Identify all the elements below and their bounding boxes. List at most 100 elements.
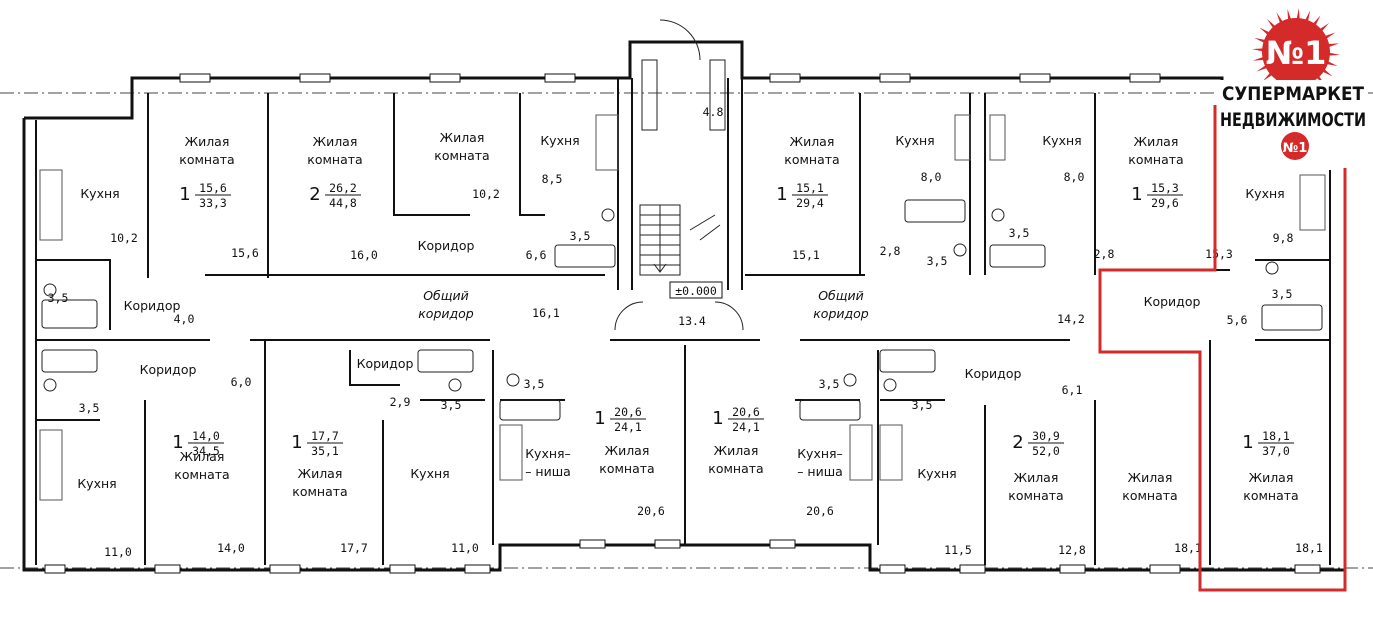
apartment-total-area: 33,3 xyxy=(199,196,227,210)
living-room-label: комната xyxy=(1008,488,1063,503)
corridor-label: Коридор xyxy=(418,238,475,253)
logo-small-badge-text: №1 xyxy=(1283,141,1308,156)
room-area-value: 11,0 xyxy=(451,541,479,555)
kitchen-niche-label: Кухня– xyxy=(525,446,571,461)
living-room-label: комната xyxy=(1128,152,1183,167)
kitchen-label: Кухня xyxy=(1245,186,1284,201)
room-area-value: 6,6 xyxy=(526,248,547,262)
level-mark-box xyxy=(669,281,723,299)
room-area-value: 3,5 xyxy=(912,398,933,412)
apartment-rooms-count: 2 xyxy=(1012,432,1023,453)
room-area-value: 18,1 xyxy=(1295,541,1323,555)
apartment-living-area: 20,6 xyxy=(614,405,642,419)
staircase xyxy=(614,19,744,331)
living-room-label: Жилая xyxy=(790,134,835,149)
logo: №1 СУПЕРМАРКЕТ НЕДВИЖИМОСТИ №1 xyxy=(1218,8,1368,160)
room-area-value: 18,1 xyxy=(1174,541,1202,555)
room-area-value: 14,2 xyxy=(1057,312,1085,326)
apartment-living-area: 15,1 xyxy=(796,181,824,195)
windows xyxy=(44,73,1321,574)
living-room-label: Жилая xyxy=(1014,470,1059,485)
room-area-value: 17,7 xyxy=(340,541,368,555)
room-area-value: 2,9 xyxy=(390,395,411,409)
living-room-label: комната xyxy=(1122,488,1177,503)
living-room-label: комната xyxy=(292,484,347,499)
room-area-value: 8,0 xyxy=(1064,170,1085,184)
apartment-living-area: 30,9 xyxy=(1032,429,1060,443)
living-room-label: Жилая xyxy=(1134,134,1179,149)
corridor-label: Коридор xyxy=(357,356,414,371)
hall-area-value: 13.4 xyxy=(678,314,706,328)
room-area-value: 3,5 xyxy=(819,377,840,391)
room-area-value: 3,5 xyxy=(79,401,100,415)
room-area-value: 15,1 xyxy=(792,248,820,262)
room-area-value: 5,6 xyxy=(1227,313,1248,327)
room-area-value: 3,5 xyxy=(1272,287,1293,301)
apartment-rooms-count: 1 xyxy=(1242,432,1253,453)
room-area-value: 12,8 xyxy=(1058,543,1086,557)
apartment-living-area: 20,6 xyxy=(732,405,760,419)
kitchen-niche-label: – ниша xyxy=(525,464,571,479)
apartment-living-area: 26,2 xyxy=(329,181,357,195)
apartment-rooms-count: 1 xyxy=(1131,184,1142,205)
apartment-total-area: 34,5 xyxy=(192,444,220,458)
kitchen-niche-label: – ниша xyxy=(797,464,843,479)
common-corridor-label: коридор xyxy=(813,306,869,321)
corridor-label: Коридор xyxy=(1144,294,1201,309)
kitchen-label: Кухня xyxy=(410,466,449,481)
bath-fixtures xyxy=(41,199,1323,421)
apartment-total-area: 24,1 xyxy=(732,420,760,434)
kitchen-counters xyxy=(39,114,1326,501)
living-room-label: комната xyxy=(307,152,362,167)
room-area-value: 15,6 xyxy=(231,246,259,260)
corridor-label: Коридор xyxy=(124,298,181,313)
apartment-total-area: 44,8 xyxy=(329,196,357,210)
room-area-value: 14,0 xyxy=(217,541,245,555)
living-room-label: комната xyxy=(179,152,234,167)
common-corridor-label: коридор xyxy=(418,306,474,321)
apartment-rooms-count: 2 xyxy=(309,184,320,205)
apartment-total-area: 35,1 xyxy=(311,444,339,458)
room-area-value: 3,5 xyxy=(48,291,69,305)
room-area-value: 8,5 xyxy=(542,172,563,186)
apartment-living-area: 18,1 xyxy=(1262,429,1290,443)
kitchen-label: Кухня xyxy=(917,466,956,481)
apartment-rooms-count: 1 xyxy=(179,184,190,205)
corridor-label: Коридор xyxy=(965,366,1022,381)
room-area-value: 3,5 xyxy=(441,398,462,412)
kitchen-label: Кухня xyxy=(77,476,116,491)
room-area-value: 3,5 xyxy=(570,229,591,243)
logo-text-bg xyxy=(1218,80,1368,140)
living-room-label: комната xyxy=(784,152,839,167)
room-area-value: 20,6 xyxy=(806,504,834,518)
logo-line1: СУПЕРМАРКЕТ xyxy=(1222,83,1364,105)
kitchen-label: Кухня xyxy=(540,133,579,148)
common-corridor-label: Общий xyxy=(423,288,469,303)
apartment-rooms-count: 1 xyxy=(776,184,787,205)
logo-badge-text: №1 xyxy=(1266,34,1327,72)
logo-badge xyxy=(1262,18,1330,86)
room-area-value: 16,1 xyxy=(532,306,560,320)
living-room-label: Жилая xyxy=(605,443,650,458)
kitchen-label: Кухня xyxy=(1042,133,1081,148)
living-room-label: комната xyxy=(174,467,229,482)
logo-small-badge xyxy=(1281,132,1309,160)
room-area-value: 2,8 xyxy=(880,244,901,258)
apartment-total-area: 29,4 xyxy=(796,196,824,210)
room-area-value: 3,5 xyxy=(524,377,545,391)
axis-lines xyxy=(0,92,1373,569)
apartment-rooms-count: 1 xyxy=(172,432,183,453)
level-mark: ±0.000 xyxy=(675,284,717,298)
living-room-label: Жилая xyxy=(1249,470,1294,485)
kitchen-niche-label: Кухня– xyxy=(797,446,843,461)
room-area-value: 8,0 xyxy=(921,170,942,184)
living-room-label: комната xyxy=(708,461,763,476)
living-room-label: Жилая xyxy=(180,449,225,464)
room-area-value: 4,0 xyxy=(174,312,195,326)
living-room-label: Жилая xyxy=(185,134,230,149)
room-area-value: 6,1 xyxy=(1062,383,1083,397)
living-room-label: комната xyxy=(1243,488,1298,503)
apartment-living-area: 15,6 xyxy=(199,181,227,195)
apartment-rooms-count: 1 xyxy=(291,432,302,453)
